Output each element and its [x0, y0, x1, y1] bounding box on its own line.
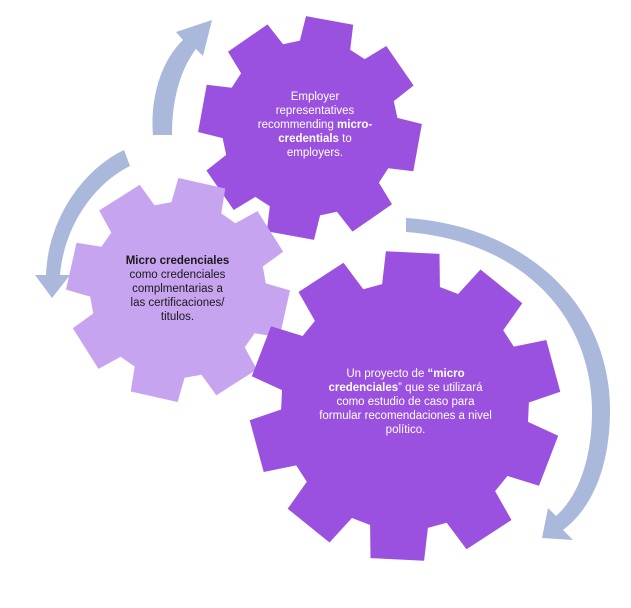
gear-left — [66, 178, 290, 402]
gear-left-line4: las certificaciones/ — [130, 297, 225, 309]
gear-big-line3: como estudio de caso para — [336, 396, 475, 408]
gear-top-line3: recommending — [257, 119, 338, 131]
gear-top-line3-bold: micro- — [337, 119, 373, 131]
gear-top-line4: to — [338, 133, 352, 145]
gear-big-line1: Un proyecto de — [346, 368, 428, 380]
gear-big-line5: político. — [385, 424, 426, 436]
gear-big-line4: formular recomendaciones a nivel — [319, 410, 492, 422]
gear-top-line1: Employer — [290, 91, 340, 103]
gear-top-line2: representatives — [275, 105, 355, 117]
gear-top-text: Employer representatives recommending mi… — [255, 90, 375, 160]
gear-left-line5: titulos. — [160, 311, 195, 323]
gear-big-line2-bold: credenciales — [328, 382, 399, 394]
gear-top — [198, 16, 422, 240]
gear-big — [249, 251, 561, 561]
gear-top-line4-bold: credentials — [278, 133, 339, 145]
cycle-arrow-left-icon — [35, 150, 130, 298]
gear-left-line2: como credenciales — [129, 269, 226, 281]
gear-left-line1-bold: Micro credenciales — [125, 255, 230, 267]
gear-big-line2: ” que se utilizará — [398, 382, 483, 394]
gear-top-line5: employers. — [286, 147, 344, 159]
gear-left-line3: complmentarias a — [132, 283, 223, 295]
gear-big-line1-bold: “micro — [427, 368, 465, 380]
gear-left-text: Micro credenciales como credenciales com… — [115, 254, 240, 324]
gear-big-text: Un proyecto de “micro credenciales” que … — [308, 367, 503, 437]
cycle-arrow-top-icon — [152, 20, 212, 135]
cycle-arrow-right-icon — [406, 218, 610, 540]
